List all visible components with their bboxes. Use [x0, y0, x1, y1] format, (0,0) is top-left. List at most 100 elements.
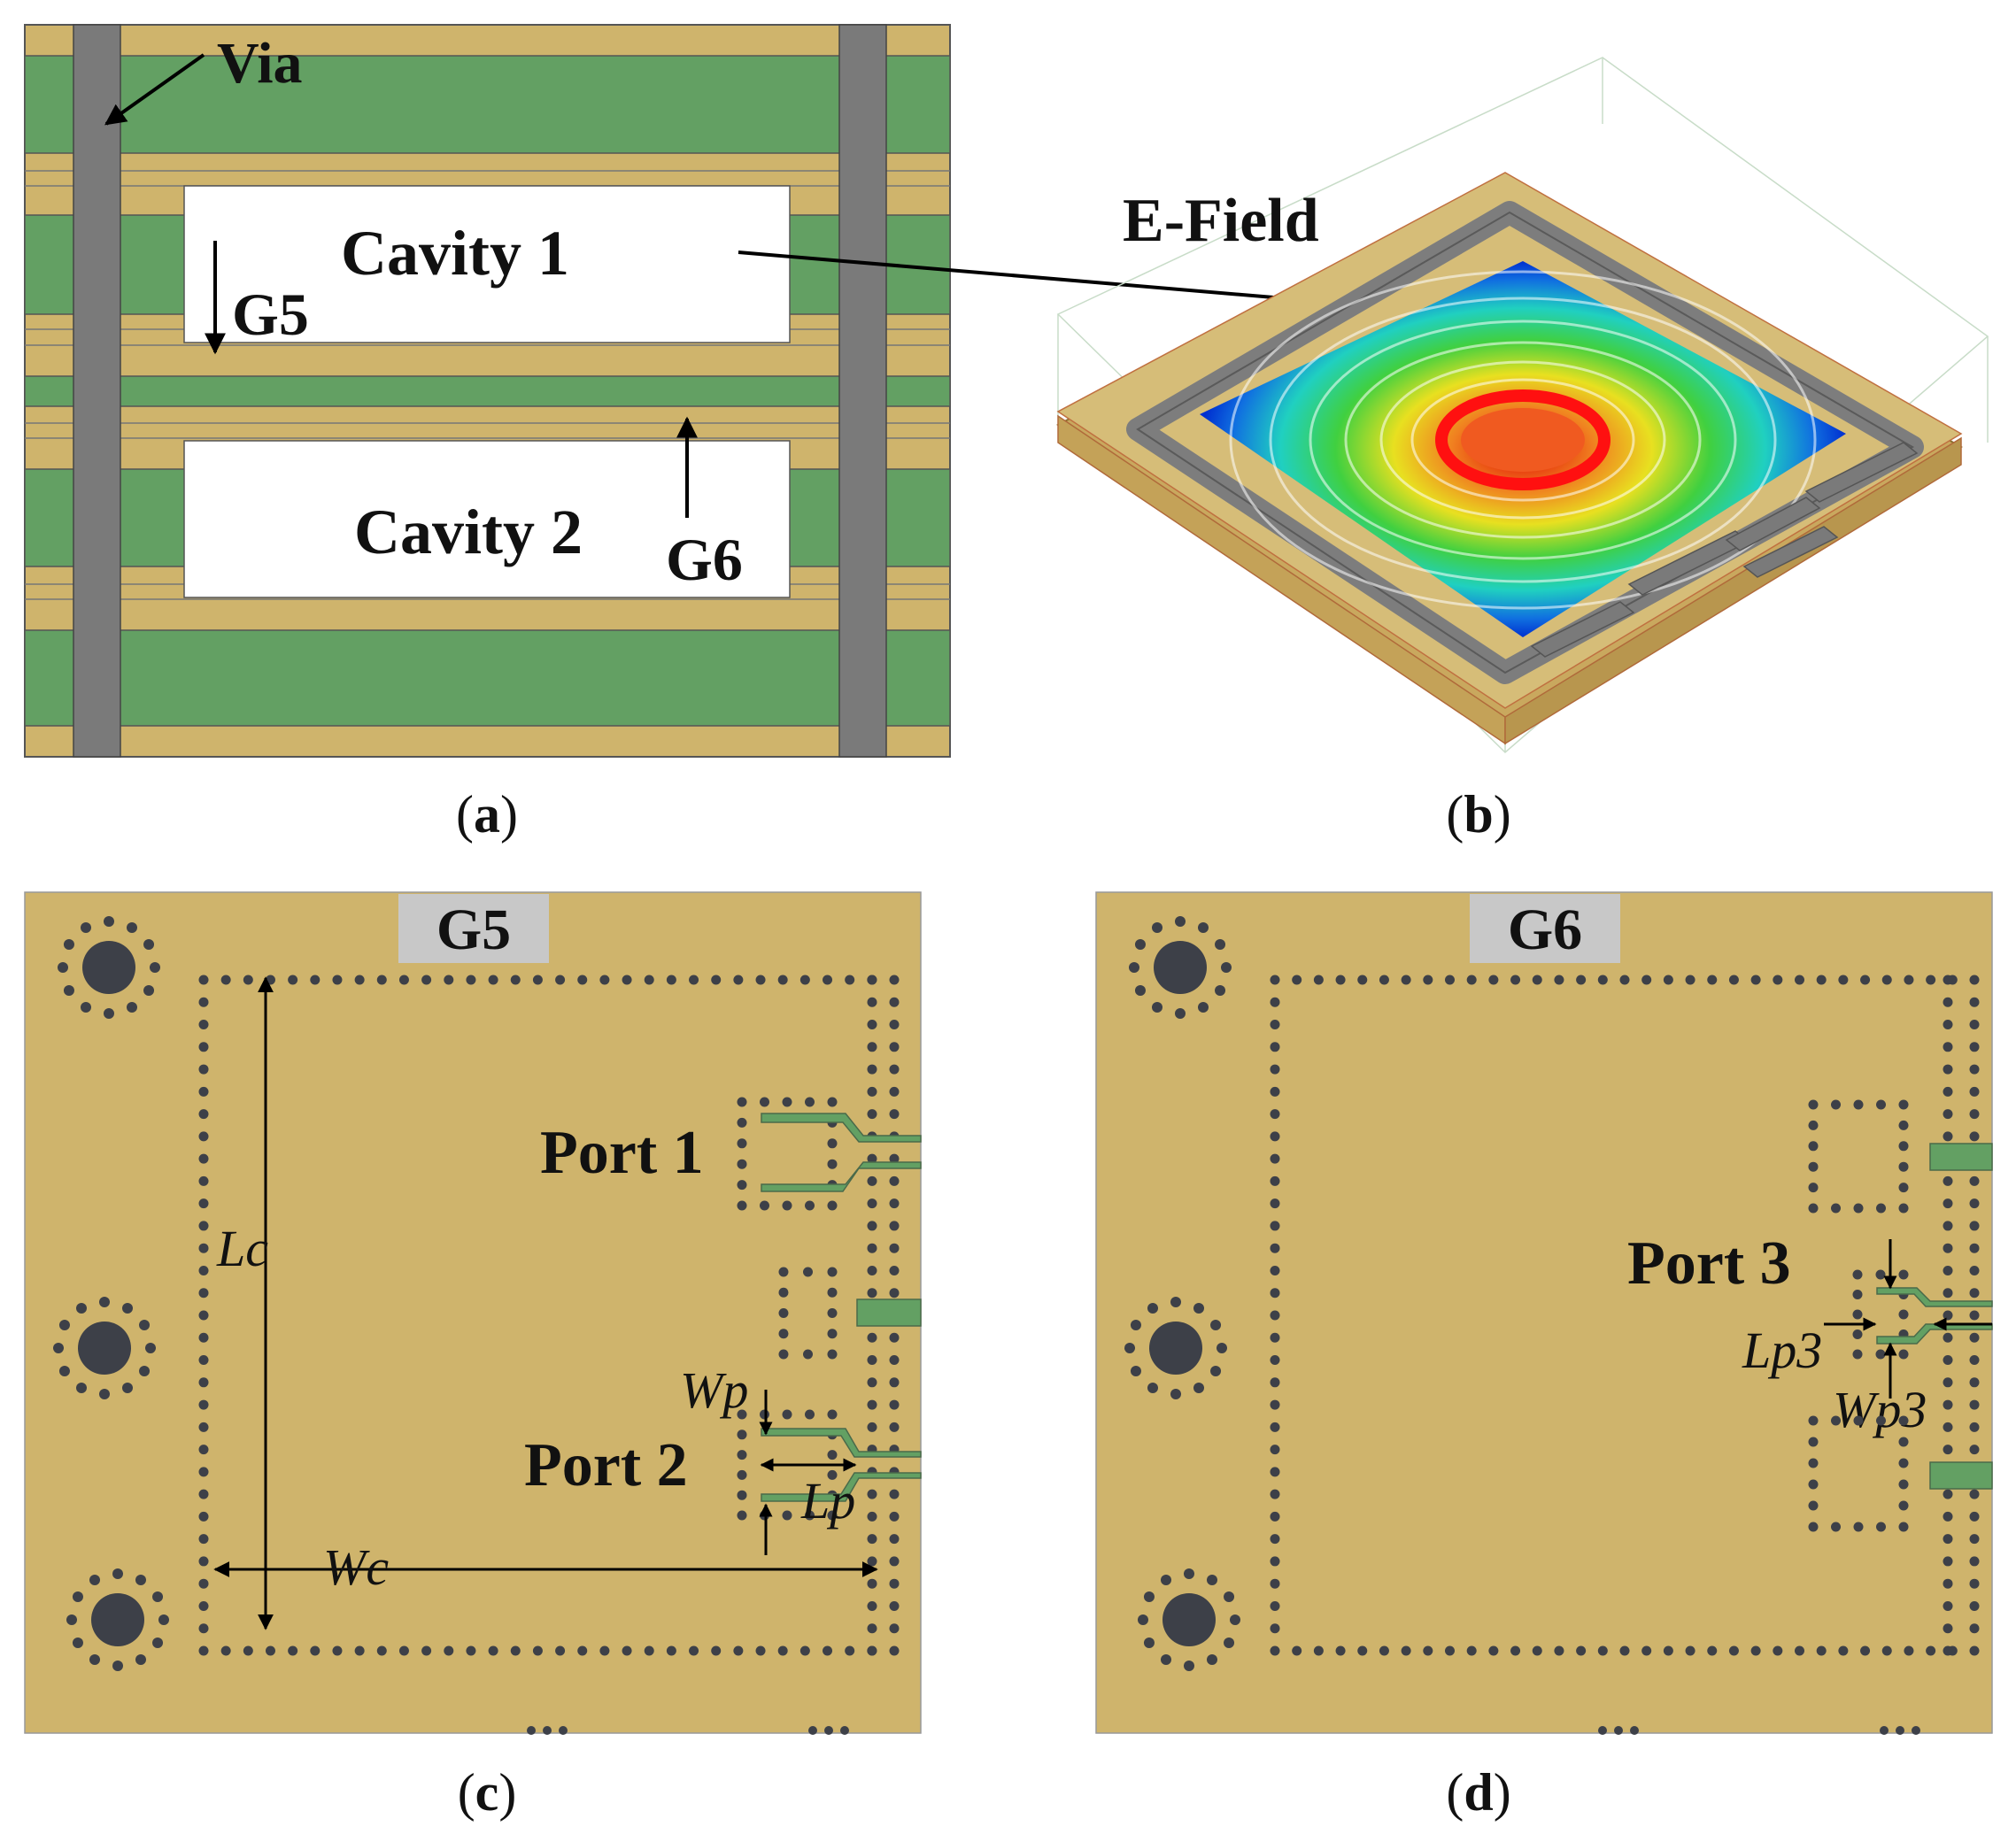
via-dot	[1808, 1437, 1819, 1447]
via-dot	[220, 1645, 231, 1656]
via-dot	[867, 1175, 877, 1186]
via-dot	[1313, 975, 1324, 985]
via-dot	[488, 975, 498, 985]
via-dot	[1270, 1422, 1280, 1432]
via-dot	[778, 1329, 789, 1339]
via-dot	[1969, 1332, 1980, 1343]
via-dot	[622, 1645, 632, 1656]
via-dot	[145, 1343, 156, 1353]
via-dot	[1808, 1141, 1819, 1152]
via-dot	[1292, 1645, 1302, 1656]
via-dot	[265, 975, 275, 985]
feed-lines	[1530, 442, 1919, 658]
via-dot	[1808, 1415, 1819, 1426]
via-dot	[1943, 1310, 1953, 1321]
via-dot	[310, 975, 321, 985]
via-dot	[666, 975, 676, 985]
via-dot	[1969, 1198, 1980, 1209]
via-dot	[1270, 1131, 1280, 1142]
via-dot	[112, 1568, 123, 1579]
via-dot	[760, 1200, 769, 1211]
port-2-feed	[761, 1428, 922, 1502]
port-1-feed	[761, 1113, 922, 1192]
via-dot	[1969, 1243, 1980, 1253]
via-dot	[150, 962, 160, 973]
via-dot	[198, 1153, 209, 1164]
via-dot	[1969, 1534, 1980, 1545]
via-dot	[1510, 1645, 1521, 1656]
via-dot	[398, 1645, 409, 1656]
via-dot	[1816, 1645, 1827, 1656]
via-dot	[1143, 1638, 1155, 1648]
via-ring-dots	[1124, 1297, 1227, 1399]
via-dot	[777, 975, 788, 985]
via-dot	[1943, 1445, 1953, 1455]
via-dot	[1943, 1175, 1953, 1186]
via-dot	[1270, 1310, 1280, 1321]
via-dot	[1969, 1600, 1980, 1611]
via-dot	[1619, 975, 1630, 985]
via-dot	[889, 975, 900, 985]
caption-c: (c)	[458, 1763, 517, 1822]
via-dot	[198, 1399, 209, 1410]
via-dot	[198, 1578, 209, 1589]
via-dot	[198, 1511, 209, 1522]
via-dot	[689, 975, 699, 985]
via-dot	[152, 1591, 164, 1602]
via-dot	[288, 975, 298, 985]
via-dot	[198, 1534, 209, 1545]
via-dot	[1270, 1511, 1280, 1522]
via-dot	[1875, 1269, 1886, 1280]
via-dot	[1401, 975, 1411, 985]
via-dot	[827, 1159, 838, 1169]
via-dot	[1207, 1574, 1217, 1585]
via-dot	[488, 1645, 498, 1656]
via-dot	[135, 1654, 146, 1666]
via-dot	[1943, 1288, 1953, 1298]
via-dot	[1969, 1109, 1980, 1120]
via-dot	[599, 975, 610, 985]
via-dot	[1270, 1064, 1280, 1075]
wp3-label: Wp3	[1833, 1381, 1927, 1438]
caption-d-letter: d	[1464, 1763, 1493, 1822]
via-dot	[198, 1221, 209, 1231]
via-label: Via	[217, 31, 303, 96]
via-dot	[782, 1409, 792, 1420]
via-dot	[1270, 1042, 1280, 1052]
via-dot	[755, 975, 766, 985]
via-dot	[198, 975, 209, 985]
via-ring-dots	[58, 916, 160, 1019]
via-dot	[1943, 1645, 1953, 1656]
via-dot	[1943, 1086, 1953, 1097]
via-dot	[805, 1200, 815, 1211]
via-dot	[1184, 1568, 1194, 1579]
via-dot	[777, 1645, 788, 1656]
via-dot	[1357, 975, 1368, 985]
via-dot	[827, 1450, 838, 1460]
via-dot	[1152, 921, 1162, 933]
via-dot	[1943, 1399, 1953, 1410]
via-dot	[1838, 1645, 1849, 1656]
via-dot	[555, 1645, 566, 1656]
via-dot	[1876, 1099, 1886, 1110]
via-dot	[1193, 1302, 1204, 1314]
via-dot	[198, 1042, 209, 1052]
via-dot	[1663, 975, 1673, 985]
via-dot	[1532, 975, 1542, 985]
via-dot	[1728, 975, 1739, 985]
via-dot	[510, 1645, 521, 1656]
g5-bottom-dots	[527, 1726, 849, 1735]
big-via-right-mid	[1124, 1297, 1227, 1399]
via-dot	[889, 1332, 900, 1343]
via-dot	[1943, 1534, 1953, 1545]
via-dot	[867, 1355, 877, 1366]
via-dot	[805, 1097, 815, 1107]
via-dot	[1876, 1415, 1886, 1426]
panel-c-layer-g5: G5 Port 1 Port 2 Lc	[24, 891, 922, 1735]
via-dot	[1576, 975, 1587, 985]
via-dot	[1816, 975, 1827, 985]
via-dot	[143, 985, 155, 996]
via-dot	[1853, 1203, 1864, 1214]
via-dot	[737, 1117, 747, 1128]
via-dot	[889, 1042, 900, 1052]
